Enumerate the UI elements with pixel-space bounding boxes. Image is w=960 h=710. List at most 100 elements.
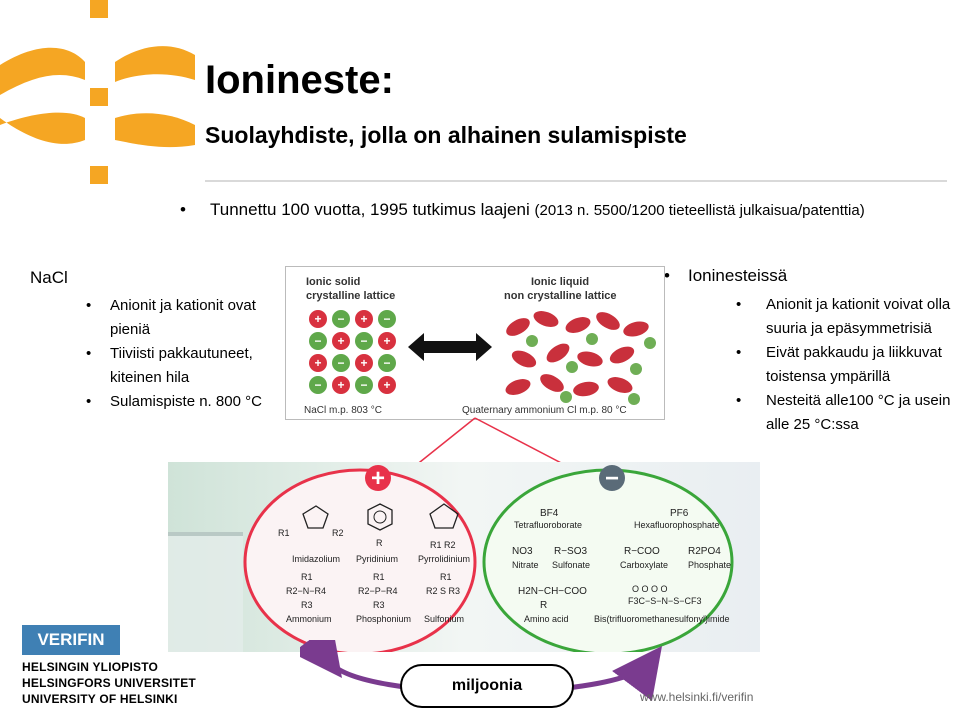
cation-ellipse (609, 346, 635, 364)
anion-circle-small (560, 391, 572, 403)
title-divider (205, 180, 947, 182)
nacl-bullet: Tiiviisti pakkautuneet, kiteinen hila (82, 342, 282, 390)
university-flame-logo (0, 0, 195, 184)
liquid-title-1: Ionic liquid (531, 276, 589, 288)
verifin-logo: VERIFIN (22, 625, 120, 655)
cation-ellipse (505, 379, 531, 395)
anion-formula: R2PO4 (688, 546, 721, 557)
cation-ellipse (565, 317, 591, 333)
svg-text:+: + (383, 334, 390, 348)
svg-text:+: + (314, 356, 321, 370)
cation-ellipse (546, 343, 570, 363)
chloride-ion: − (309, 332, 327, 350)
svg-text:O O O O: O O O O (632, 584, 668, 594)
svg-text:−: − (383, 356, 390, 370)
svg-text:R1: R1 (278, 528, 290, 538)
anion-formula: R−COO (624, 546, 660, 557)
pyrrolidinium-structure: R1 R2 Pyrrolidinium (418, 503, 470, 564)
bullet-dot: • (180, 200, 186, 219)
slide-subtitle: Suolayhdiste, jolla on alhainen sulamisp… (205, 122, 687, 148)
phosphonium-structure: R1 R2−P−R4 R3 Phosphonium (356, 572, 411, 624)
anion-circle-small (586, 333, 598, 345)
liquid-caption: Quaternary ammonium Cl m.p. 80 °C (462, 405, 627, 416)
svg-text:−: − (314, 334, 321, 348)
ionic-liquid-bullet: Eivät pakkaudu ja liikkuvat toistensa ym… (736, 341, 960, 389)
cation-name: Pyrrolidinium (418, 554, 470, 564)
cation-name: Ammonium (286, 614, 332, 624)
svg-text:+: + (360, 356, 367, 370)
svg-text:−: − (383, 312, 390, 326)
svg-text:+: + (360, 312, 367, 326)
triflimide-structure: O O O O F3C−S−N−S−CF3 (628, 584, 702, 606)
history-note: (2013 n. 5500/1200 tieteellistä julkaisu… (534, 202, 865, 219)
cation-name: Sulfonium (424, 614, 464, 624)
sodium-ion: + (355, 310, 373, 328)
beaker-photo (168, 532, 243, 652)
anion-formula: PF6 (670, 508, 689, 519)
ammonium-structure: R1 R2−N−R4 R3 Ammonium (286, 572, 332, 624)
cation-name: Imidazolium (292, 554, 340, 564)
liquid-title-2: non crystalline lattice (504, 290, 616, 302)
chloride-ion: − (378, 354, 396, 372)
ionic-liquid-bullet: Nesteitä alle100 °C ja usein alle 25 °C:… (736, 389, 960, 437)
svg-text:−: − (605, 465, 619, 492)
nacl-bullet: Sulamispiste n. 800 °C (82, 390, 282, 414)
ionic-liquid-ions (505, 311, 656, 405)
svg-text:R3: R3 (373, 600, 385, 610)
anion-formula: R (540, 600, 547, 611)
svg-text:R1: R1 (373, 572, 385, 582)
university-name-sv: HELSINGFORS UNIVERSITET (22, 676, 196, 690)
svg-text:R2 S R3: R2 S R3 (426, 586, 460, 596)
double-arrow-icon (408, 333, 492, 361)
cation-ellipse (540, 374, 564, 392)
anion-circle-small (644, 337, 656, 349)
ionic-liquid-heading: Ioninesteissä (664, 266, 787, 286)
lattice-comparison-figure: Ionic solid crystalline lattice +−+−−+−+… (285, 266, 665, 420)
sodium-ion: + (309, 354, 327, 372)
anion-name: Phosphate (688, 560, 731, 570)
chloride-ion: − (355, 376, 373, 394)
cation-ellipse (573, 381, 599, 397)
sulfonium-structure: R1 R2 S R3 Sulfonium (424, 572, 464, 624)
svg-text:F3C−S−N−S−CF3: F3C−S−N−S−CF3 (628, 596, 702, 606)
pyridinium-structure: R Pyridinium (356, 503, 398, 564)
chloride-ion: − (378, 310, 396, 328)
anion-formula: BF4 (540, 508, 559, 519)
svg-text:R1: R1 (440, 572, 452, 582)
svg-text:R3: R3 (301, 600, 313, 610)
svg-text:+: + (337, 378, 344, 392)
combinations-label: miljoonia (400, 664, 574, 708)
nacl-heading: NaCl (30, 268, 68, 287)
svg-text:−: − (314, 378, 321, 392)
svg-text:R2−P−R4: R2−P−R4 (358, 586, 398, 596)
svg-text:+: + (314, 312, 321, 326)
svg-text:−: − (337, 312, 344, 326)
anion-name: Carboxylate (620, 560, 668, 570)
anion-circle-small (566, 361, 578, 373)
nacl-bullet-list: Anionit ja kationit ovat pieniä Tiiviist… (82, 294, 282, 414)
footer-url: www.helsinki.fi/verifin (640, 690, 754, 704)
cation-ellipse (623, 321, 649, 337)
ionic-liquid-bullet-list: Anionit ja kationit voivat olla suuria j… (736, 293, 960, 437)
anion-circle-small (630, 363, 642, 375)
solid-caption: NaCl m.p. 803 °C (304, 405, 382, 416)
anion-circle-small (526, 335, 538, 347)
anion-circle-small (628, 393, 640, 405)
ionic-liquid-bullet: Anionit ja kationit voivat olla suuria j… (736, 293, 960, 341)
chloride-ion: − (309, 376, 327, 394)
university-name-en: UNIVERSITY OF HELSINKI (22, 692, 178, 706)
sodium-ion: + (378, 376, 396, 394)
nacl-ion-grid: +−+−−+−++−+−−+−+ (309, 310, 396, 394)
cation-ellipse (533, 311, 559, 327)
anion-name: Amino acid (524, 614, 569, 624)
sodium-ion: + (332, 332, 350, 350)
anion-name: Sulfonate (552, 560, 590, 570)
cation-name: Phosphonium (356, 614, 411, 624)
svg-text:−: − (360, 378, 367, 392)
svg-text:−: − (360, 334, 367, 348)
minus-icon (599, 465, 625, 491)
university-name-fi: HELSINGIN YLIOPISTO (22, 660, 159, 674)
slide-title: Ionineste: (205, 58, 394, 102)
